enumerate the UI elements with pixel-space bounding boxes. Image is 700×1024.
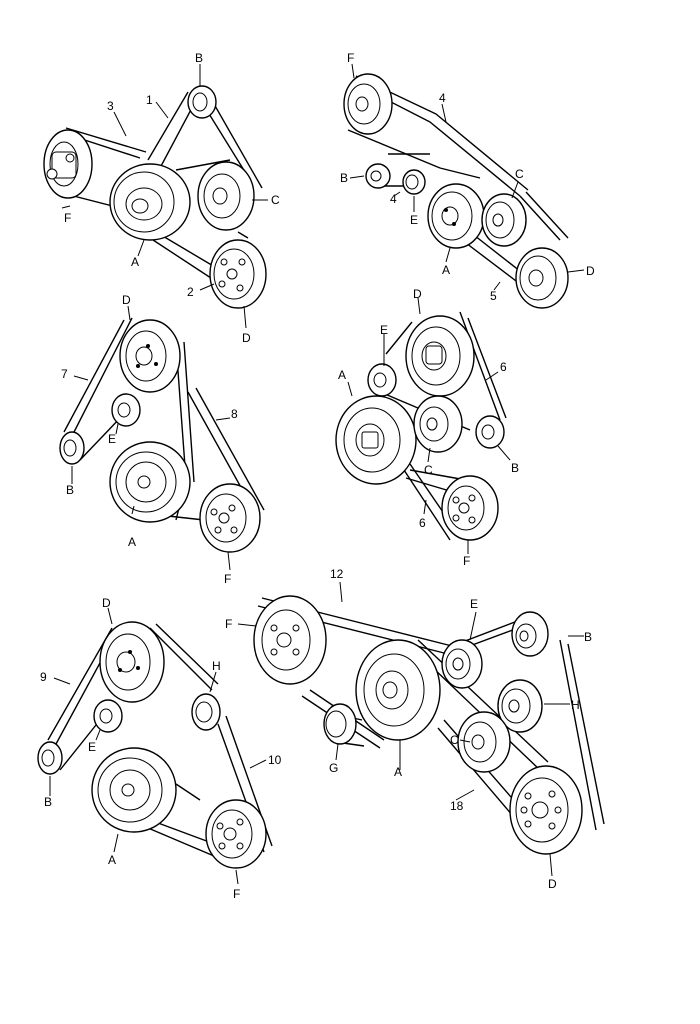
callout-d: D xyxy=(586,264,595,278)
callout-f: F xyxy=(463,554,470,568)
pulley-b xyxy=(511,611,549,657)
callout-h: H xyxy=(212,659,221,673)
pulley-d xyxy=(209,239,267,309)
pulley-c xyxy=(197,161,255,231)
pulley-e xyxy=(93,699,123,733)
callout-d: D xyxy=(413,287,422,301)
callout-12: 12 xyxy=(330,567,344,581)
belt-layout-1: B 1 3 C F A 2 D xyxy=(43,51,280,345)
callout-7: 7 xyxy=(61,367,68,381)
callout-3: 3 xyxy=(107,99,114,113)
pulley-e xyxy=(402,169,426,195)
callout-b: B xyxy=(340,171,348,185)
callout-9: 9 xyxy=(40,670,47,684)
pulley-d xyxy=(509,765,583,855)
callout-4: 4 xyxy=(439,91,446,105)
callout-d: D xyxy=(242,331,251,345)
pulley-d xyxy=(119,319,181,393)
callout-b: B xyxy=(511,461,519,475)
callout-6: 6 xyxy=(500,360,507,374)
callout-2: 2 xyxy=(187,285,194,299)
pulley-b xyxy=(37,741,63,775)
pulley-f xyxy=(43,129,93,199)
callout-d: D xyxy=(122,293,131,307)
pulley-d xyxy=(99,621,165,703)
pulley-e xyxy=(111,393,141,427)
pulley-b xyxy=(187,85,217,119)
callout-f: F xyxy=(225,617,232,631)
pulley-a xyxy=(109,441,191,523)
pulley-d xyxy=(405,315,475,397)
callout-a: A xyxy=(338,368,346,382)
callout-e: E xyxy=(470,597,478,611)
pulley-h xyxy=(191,693,221,731)
callout-c: C xyxy=(450,733,459,747)
belt-layout-6: 12 F E B H C G A 18 D xyxy=(225,567,605,891)
callout-c: C xyxy=(271,193,280,207)
callout-c: C xyxy=(515,167,524,181)
pulley-b xyxy=(475,415,505,449)
callout-1: 1 xyxy=(146,93,153,107)
belt-layout-5: D 9 H E 10 B A F xyxy=(37,596,282,901)
pulley-d xyxy=(515,247,569,309)
pulley-e xyxy=(441,639,483,689)
callout-5: 5 xyxy=(490,289,497,303)
pulley-b xyxy=(59,431,85,465)
pulley-a xyxy=(427,183,485,249)
pulley-e xyxy=(367,363,397,397)
pulley-f xyxy=(343,73,393,135)
pulley-c xyxy=(481,193,527,247)
pulley-a xyxy=(355,639,441,741)
callout-f: F xyxy=(64,211,71,225)
pulley-a xyxy=(335,395,417,485)
pulley-h xyxy=(497,679,543,733)
callout-c: C xyxy=(424,463,433,477)
belt-layout-2: F 4 B 4 E C A 5 D xyxy=(340,51,595,309)
callout-a: A xyxy=(128,535,136,549)
pulley-f xyxy=(205,799,267,869)
pulley-c xyxy=(457,711,511,773)
callout-a: A xyxy=(442,263,450,277)
callout-8: 8 xyxy=(231,407,238,421)
callout-h: H xyxy=(571,698,580,712)
callout-d: D xyxy=(102,596,111,610)
pulley-a xyxy=(109,163,191,241)
callout-b: B xyxy=(66,483,74,497)
callout-b: B xyxy=(44,795,52,809)
pulley-f xyxy=(441,475,499,541)
pulley-a xyxy=(91,747,177,833)
belt-layout-3: D 7 8 E B A F xyxy=(59,293,265,586)
callout-f: F xyxy=(347,51,354,65)
callout-b: B xyxy=(584,630,592,644)
callout-e: E xyxy=(380,323,388,337)
pulley-g xyxy=(323,703,357,745)
callout-a: A xyxy=(394,765,402,779)
callout-4: 4 xyxy=(390,192,397,206)
belt-layout-4: D E A 6 C B 6 F xyxy=(335,287,519,568)
callout-a: A xyxy=(131,255,139,269)
pulley-c xyxy=(413,395,463,453)
callout-e: E xyxy=(88,740,96,754)
callout-e: E xyxy=(108,432,116,446)
callout-f: F xyxy=(233,887,240,901)
callout-a: A xyxy=(108,853,116,867)
pulley-b xyxy=(365,163,391,189)
callout-b: B xyxy=(195,51,203,65)
callout-d: D xyxy=(548,877,557,891)
callout-6: 6 xyxy=(419,516,426,530)
pulley-f xyxy=(253,595,327,685)
callout-10: 10 xyxy=(268,753,282,767)
callout-g: G xyxy=(329,761,338,775)
callout-e: E xyxy=(410,213,418,227)
callout-18: 18 xyxy=(450,799,464,813)
pulley-f xyxy=(199,483,261,553)
callout-f: F xyxy=(224,572,231,586)
